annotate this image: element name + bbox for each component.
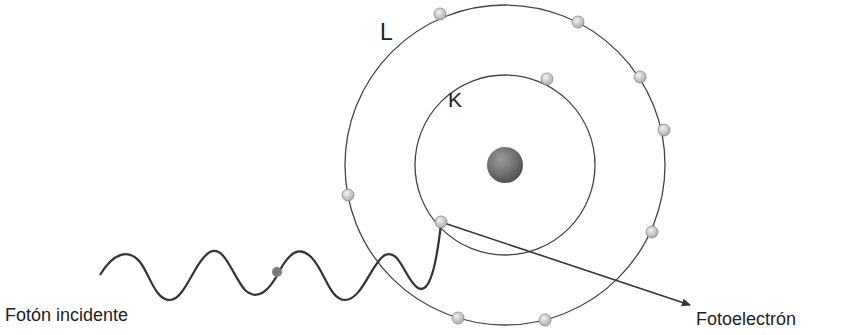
- ejected-electron: [435, 216, 447, 228]
- photon-dot: [272, 267, 282, 277]
- electrons: [342, 8, 670, 326]
- shell-letter: L: [380, 20, 393, 45]
- caption-label: Fotón incidente: [5, 306, 128, 326]
- caption-label: Fotoelectrón: [696, 310, 796, 330]
- shell-letter: K: [448, 88, 462, 111]
- k-shell: [415, 75, 595, 255]
- electron-path-arrow: [441, 222, 690, 305]
- photon-wave: [100, 224, 441, 300]
- nucleus: [487, 147, 523, 183]
- l-shell: [345, 5, 665, 325]
